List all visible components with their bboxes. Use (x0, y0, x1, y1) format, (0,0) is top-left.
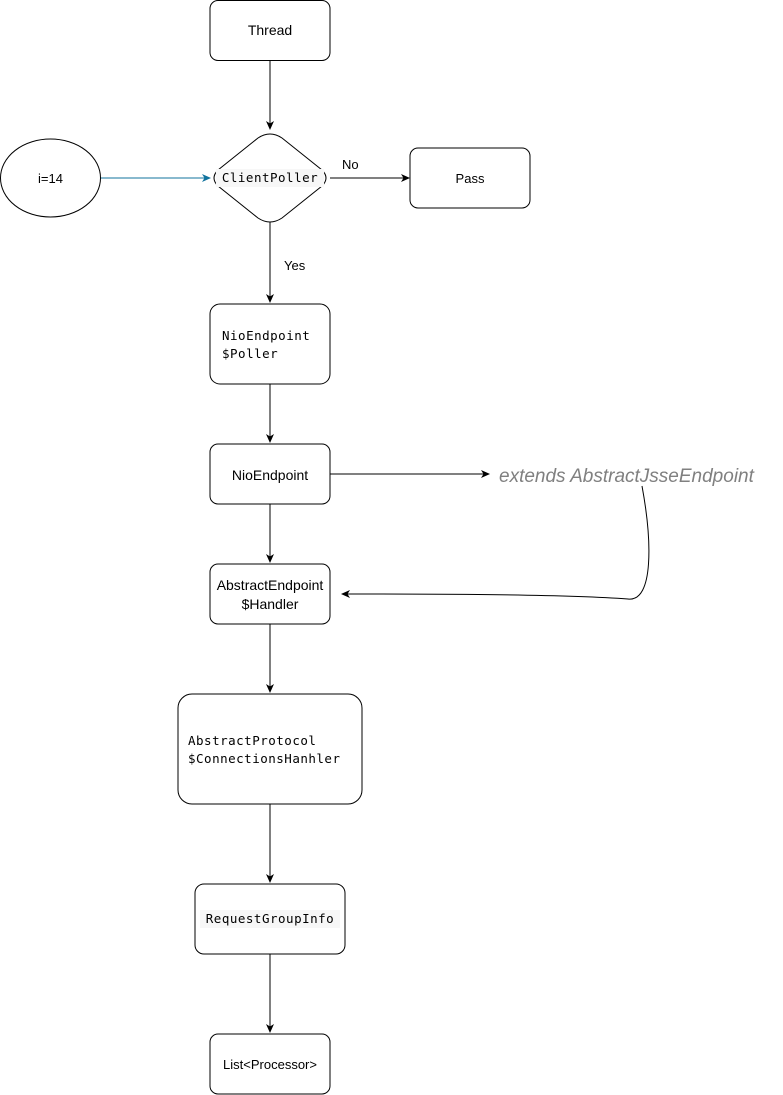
node-abstractprotocol: AbstractProtocol $ConnectionsHanhler (177, 693, 363, 805)
node-nioendpoint: NioEndpoint (209, 443, 331, 505)
node-requestgroup-label: RequestGroupInfo (206, 911, 334, 926)
code-highlight (216, 169, 324, 187)
node-pass-label: Pass (456, 171, 485, 186)
node-protocol-label-line2: $ConnectionsHanhler (188, 751, 341, 766)
code-highlight (200, 910, 340, 928)
node-clientpoller-decision: ClientPoller (213, 133, 327, 223)
node-clientpoller-label: ClientPoller (222, 170, 318, 185)
node-list-processor: List<Processor> (209, 1033, 331, 1095)
node-abstractendpoint-handler: AbstractEndpoint $Handler (209, 563, 331, 625)
node-poller-label-line1: NioEndpoint (222, 328, 310, 343)
node-thread-label: Thread (248, 22, 292, 38)
node-poller-label-line2: $Poller (222, 346, 278, 361)
edge-label-no: No (342, 157, 359, 172)
extends-note-label: extends AbstractJsseEndpoint (499, 466, 755, 487)
node-requestgroupinfo: RequestGroupInfo (194, 883, 346, 955)
node-handler-label-line1: AbstractEndpoint (217, 577, 324, 593)
node-extends-note: extends AbstractJsseEndpoint (499, 466, 755, 487)
node-input-label: i=14 (38, 171, 63, 186)
edge-label-yes: Yes (284, 258, 306, 273)
node-handler-label-line2: $Handler (242, 596, 299, 612)
edge-extends-to-handler (341, 485, 650, 600)
node-list-label: List<Processor> (223, 1057, 317, 1072)
node-thread: Thread (209, 0, 331, 61)
node-input: i=14 (0, 138, 101, 218)
node-nioendpoint-label: NioEndpoint (232, 467, 308, 483)
node-protocol-label-line1: AbstractProtocol (188, 733, 316, 748)
node-pass: Pass (409, 147, 531, 209)
node-nioendpoint-poller: NioEndpoint $Poller (209, 303, 331, 385)
